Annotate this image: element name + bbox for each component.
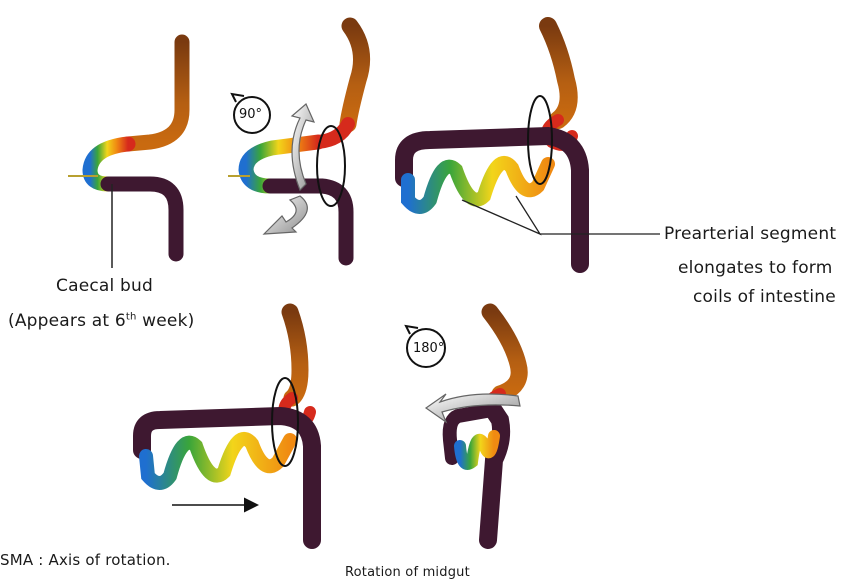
rainbow-loop (238, 134, 326, 194)
rotation-180-label: 180° (413, 341, 445, 356)
appears-suffix: week) (136, 311, 195, 331)
sma-axis-note: SMA : Axis of rotation. (0, 551, 171, 569)
dark-segment (262, 178, 354, 266)
appears-superscript: th (125, 311, 137, 323)
rotation-90-circle (233, 96, 271, 134)
rotation-90-arrowhead (230, 92, 245, 103)
stage-1-midgut (68, 34, 190, 268)
prearterial-label-line-1: Prearterial segment (664, 224, 837, 244)
dark-loop (442, 403, 499, 465)
coils (139, 432, 297, 490)
diagram-caption: Rotation of midgut (345, 565, 470, 580)
stage-5-midgut (404, 303, 528, 549)
caecal-bud-label: Caecal bud (56, 276, 153, 296)
sma-axis-ellipse (316, 125, 346, 207)
prearterial-label-line-3: coils of intestine (693, 287, 836, 307)
appears-prefix: (Appears at 6 (8, 311, 126, 331)
dark-arch (133, 406, 321, 549)
appears-at-6th-week-label: (Appears at 6th week) (8, 311, 194, 331)
rotation-180-arrowhead (404, 324, 419, 335)
coils (401, 156, 555, 214)
stage-4-midgut (133, 303, 321, 549)
brown-segment (339, 17, 371, 133)
dark-segment (100, 176, 184, 262)
rotation-arrow-up (290, 103, 316, 192)
stage-2-midgut (228, 17, 371, 266)
compact-coils (454, 430, 500, 470)
dark-arch (395, 126, 589, 273)
rotation-arrow-down (262, 195, 308, 235)
brown-segment (120, 34, 190, 152)
rainbow-loop (82, 136, 136, 192)
dark-arch (479, 399, 511, 549)
stage-3-midgut (395, 17, 660, 273)
sma-axis-ellipse (271, 377, 299, 467)
brown-segment (281, 303, 309, 407)
brown-segment (539, 17, 578, 129)
sma-axis-ellipse (527, 95, 553, 185)
rotation-arrow-180 (424, 393, 521, 424)
rotation-180-circle (406, 328, 446, 368)
prearterial-label-line-2: elongates to form (678, 258, 833, 278)
brown-segment (481, 303, 528, 403)
prearterial-pointer (461, 195, 660, 236)
rotation-90-label: 90° (239, 107, 263, 122)
